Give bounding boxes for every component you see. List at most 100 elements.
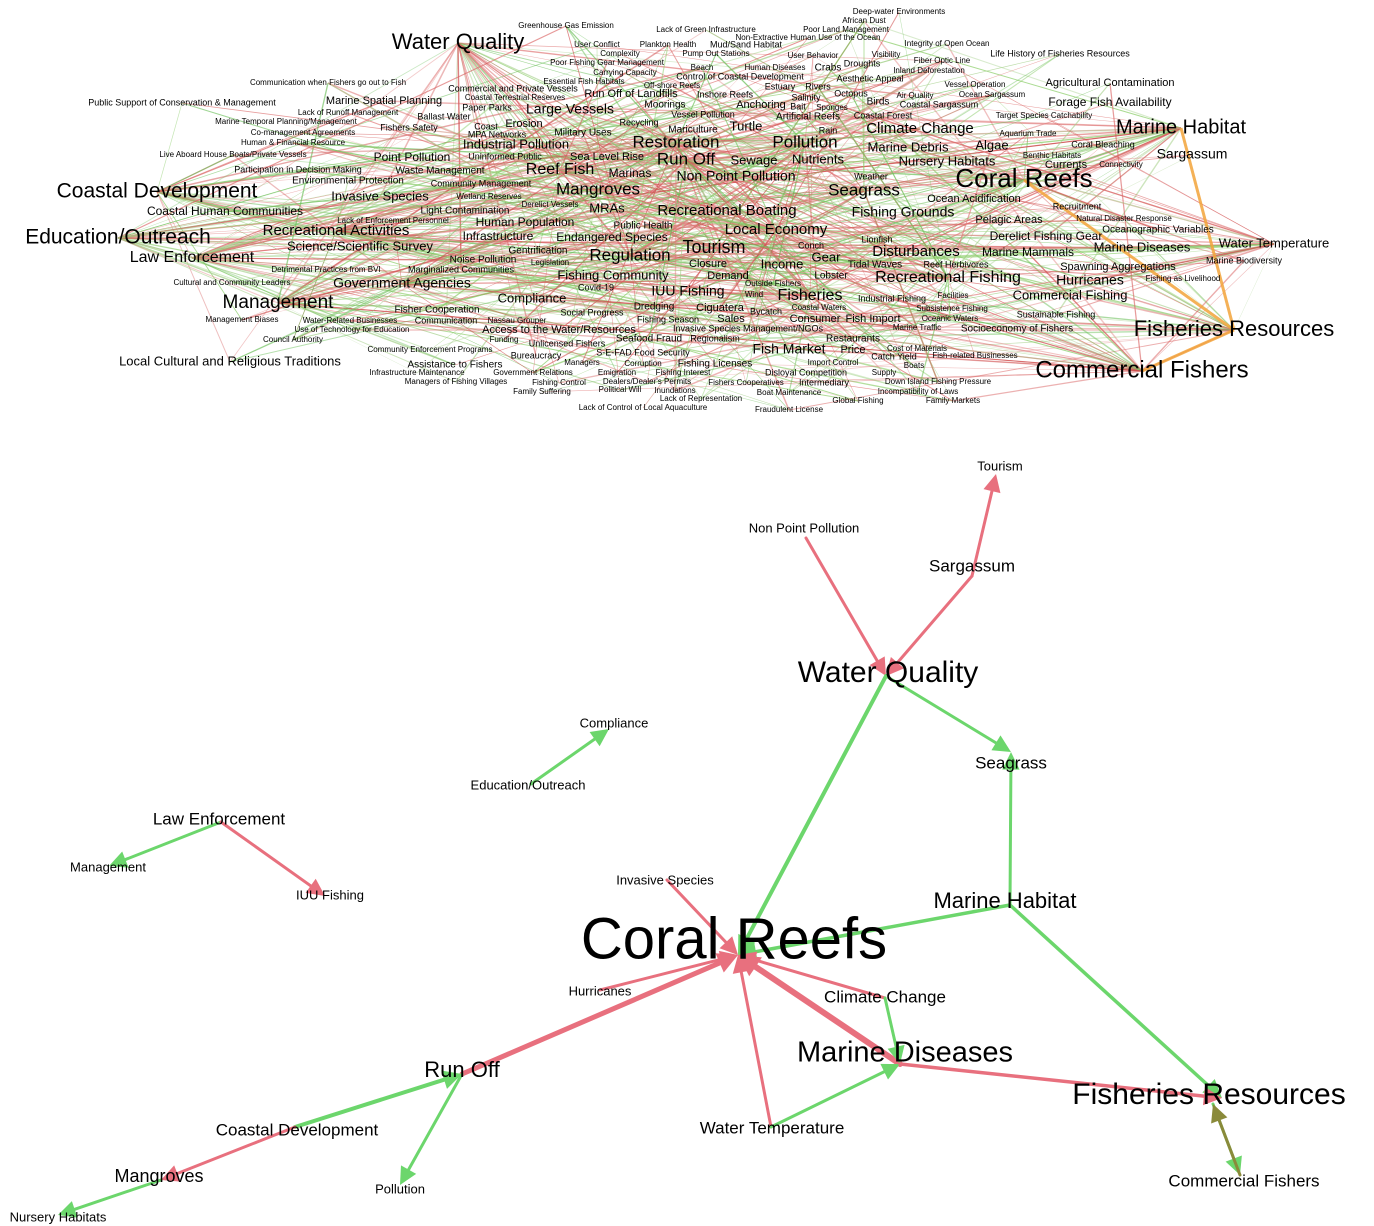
full-network-edge-113 (117, 237, 193, 259)
full-network-edge-464 (629, 142, 806, 257)
full-network-label-point-pollution: Point Pollution (374, 150, 451, 164)
full-network-edge-664 (429, 229, 777, 351)
full-network-edge-524 (629, 70, 930, 257)
full-network-edge-298 (277, 302, 1143, 372)
full-network-edge-637 (775, 60, 943, 231)
full-network-edge-758 (661, 243, 1275, 354)
full-network-label-fraudulent-license: Fraudulent License (755, 405, 824, 414)
full-network-edge-496 (569, 109, 865, 192)
full-network-edge-488 (191, 142, 806, 259)
full-network-label-marinas: Marinas (609, 166, 652, 180)
full-network-edge-756 (1043, 115, 1275, 245)
full-network-edge-732 (781, 243, 1275, 266)
full-network-label-marine-traffic: Marine Traffic (893, 323, 941, 332)
full-network-label-regulation: Regulation (589, 245, 670, 264)
full-network-edge-703 (229, 283, 403, 363)
full-network-edge-386 (719, 295, 811, 309)
full-network-edge-748 (714, 243, 1275, 340)
full-network-edge-68 (117, 237, 820, 309)
full-network-label-african-dust: African Dust (842, 16, 886, 25)
full-network-label-education-outreach: Education/Outreach (25, 226, 211, 249)
subnetwork-arrowhead-law-enforcement-to-iuu-fishing (305, 878, 325, 896)
full-network-edge-145 (277, 169, 561, 304)
full-network-edge-187 (486, 107, 1025, 181)
full-network-label-turtle: Turtle (730, 118, 763, 133)
full-network-label-anchoring: Anchoring (736, 99, 786, 111)
full-network-edge-618 (675, 128, 921, 144)
full-network-edge-598 (514, 97, 677, 144)
full-network-edge-670 (845, 29, 949, 279)
node-compliance: Compliance (580, 715, 649, 730)
full-network-label-family-suffering: Family Suffering (513, 387, 571, 396)
full-network-edge-252 (991, 94, 1235, 331)
full-network-edge-595 (292, 142, 677, 341)
full-network-edge-636 (292, 142, 777, 231)
full-network-edge-143 (277, 134, 498, 304)
full-network-edge-571 (429, 159, 687, 351)
full-network-edge-107 (191, 257, 353, 331)
full-network-label-hurricanes: Hurricanes (1056, 272, 1124, 288)
full-network-label-corruption: Corruption (624, 359, 661, 368)
full-network-edge-178 (1023, 144, 1104, 181)
full-network-label-lack-of-control-of-local-aquaculture: Lack of Control of Local Aquaculture (579, 403, 708, 412)
full-network-edge-15 (457, 42, 829, 132)
full-network-edge-740 (558, 243, 1275, 384)
full-network-edge-376 (674, 295, 811, 392)
full-network-edge-384 (714, 295, 811, 340)
full-network-edge-185 (1023, 179, 1125, 220)
full-network-label-fishing-as-livelihood: Fishing as Livelihood (1146, 274, 1221, 283)
full-network-edge-745 (629, 243, 1275, 257)
full-network-edge-573 (408, 127, 687, 161)
full-network-edge-58 (156, 191, 689, 293)
full-network-edge-387 (559, 62, 608, 171)
full-network-label-oceanographic-variables: Oceanographic Variables (1102, 225, 1214, 236)
full-network-label-import-control: Import Control (808, 358, 859, 367)
node-marine-diseases: Marine Diseases (797, 1037, 1013, 1069)
full-network-label-fishers-safety: Fishers Safety (380, 122, 438, 132)
full-network-edge-278 (814, 318, 1143, 372)
full-network-edge-95 (191, 257, 790, 351)
full-network-edge-94 (191, 104, 666, 259)
node-nursery-habitats: Nursery Habitats (10, 1209, 107, 1224)
subnetwork-edge-coastal-development-to-mangroves (175, 1125, 297, 1176)
full-network-edge-749 (351, 243, 1275, 331)
full-network-edge-760 (1089, 243, 1275, 282)
full-network-edge-631 (512, 88, 777, 231)
full-network-edge-256 (955, 264, 1235, 331)
full-network-edge-99 (191, 245, 812, 259)
full-network-label-spawning-aggregations: Spawning Aggregations (1060, 261, 1176, 273)
full-network-edge-56 (156, 104, 940, 193)
subnetwork-arrowhead-coastal-development-to-run-off (441, 1070, 462, 1089)
full-network-edge-50 (156, 191, 231, 363)
full-network-label-cost-of-materials: Cost of Materials (887, 344, 947, 353)
full-network-label-sales: Sales (717, 313, 745, 325)
full-network-edge-585 (685, 159, 1010, 221)
full-network-label-demand: Demand (707, 270, 749, 282)
full-network-label-coastal-waters: Coastal Waters (792, 303, 846, 312)
full-network-label-management-biases: Management Biases (206, 315, 279, 324)
full-network-label-life-history-of-fisheries-resources: Life History of Fisheries Resources (990, 48, 1130, 58)
full-network-edge-325 (335, 180, 349, 232)
full-network-edge-583 (685, 159, 747, 384)
full-network-edge-659 (642, 229, 777, 409)
full-network-edge-54 (156, 191, 669, 321)
full-network-edge-741 (949, 243, 1275, 320)
full-network-label-artificial-reefs: Artificial Reefs (776, 112, 840, 123)
full-network-label-run-off-of-landfills: Run Off of Landfills (584, 88, 678, 100)
full-network-label-marine-spatial-planning: Marine Spatial Planning (326, 95, 442, 107)
full-network-edge-730 (401, 283, 790, 411)
full-network-label-coastal-sargassum: Coastal Sargassum (900, 99, 979, 109)
full-network-edge-492 (863, 155, 1053, 192)
full-network-edge-725 (401, 196, 490, 285)
node-tourism: Tourism (977, 458, 1023, 473)
full-network-label-environmental-protection: Environmental Protection (292, 176, 404, 187)
full-network-label-s-e-fad: S-E-FAD (596, 347, 632, 357)
full-network-edge-286 (541, 370, 1143, 393)
node-law-enforcement: Law Enforcement (153, 809, 286, 828)
full-network-label-aquarium-trade: Aquarium Trade (1000, 129, 1057, 138)
full-network-label-restoration: Restoration (633, 132, 720, 151)
full-network-label-military-uses: Military Uses (554, 128, 611, 139)
subnetwork-arrowhead-invasive-species-to-coral-reefs (719, 936, 738, 955)
full-network-label-dealers-dealer-s-permits: Dealers/Dealer's Permits (603, 377, 691, 386)
